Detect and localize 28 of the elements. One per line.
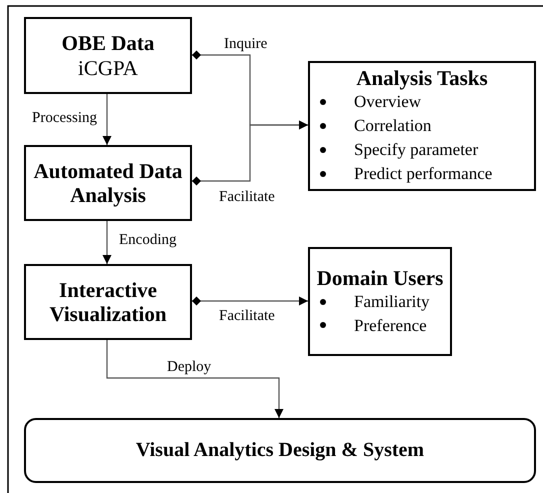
process-box: [24, 145, 192, 221]
edge-label: Inquire: [222, 36, 270, 52]
bullet-item: Preference: [354, 314, 427, 337]
box-title: Analysis Tasks: [356, 66, 488, 90]
box-title: OBE Data: [62, 31, 154, 56]
arrow: [102, 94, 112, 145]
box-title: Interactive Visualization: [48, 278, 168, 326]
bullet-item: Specify parameter: [354, 139, 478, 162]
edge-label: Deploy: [165, 359, 214, 376]
arrow: [106, 340, 284, 418]
bullet-item: Correlation: [354, 115, 432, 138]
box-subtitle: iCGPA: [78, 56, 138, 80]
bullet-item: Familiarity: [354, 290, 430, 313]
system-box: [24, 418, 536, 483]
box-title: Domain Users: [316, 266, 444, 290]
bullet-item: Predict performance: [354, 162, 492, 185]
box-title: Visual Analytics Design & System: [136, 439, 424, 462]
edge-label: Encoding: [117, 232, 178, 248]
edge-label: Processing: [30, 110, 99, 126]
arrow: [192, 296, 308, 306]
user-list-box: [308, 247, 452, 356]
process-box: [24, 17, 192, 94]
task-list-box: [308, 61, 536, 191]
bullet-item: Overview: [354, 91, 422, 114]
arrow: [192, 120, 308, 186]
box-title: Automated Data Analysis: [32, 158, 184, 208]
arrow: [102, 221, 112, 264]
process-box: [24, 264, 192, 340]
